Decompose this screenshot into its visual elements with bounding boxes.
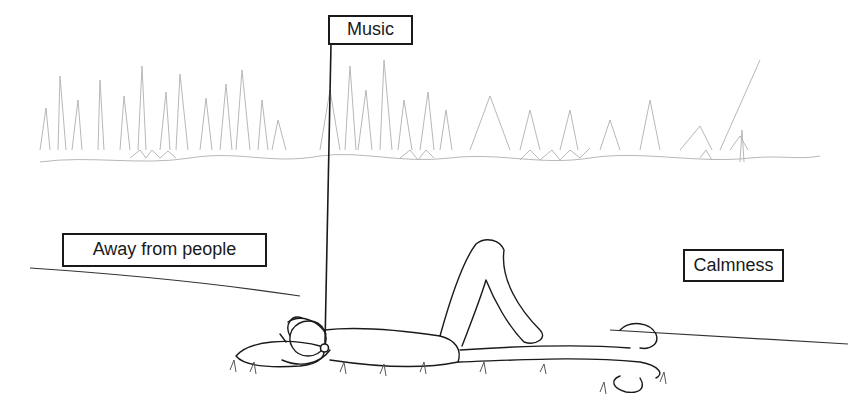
skyline-line <box>40 66 286 150</box>
skyline-line <box>320 60 540 150</box>
ground-line <box>610 330 848 344</box>
grass-tufts <box>230 360 666 394</box>
skyline-sketch <box>40 60 820 162</box>
label-box: Away from people <box>62 233 267 267</box>
ground-line <box>30 268 300 296</box>
arm <box>282 318 330 364</box>
bent-leg <box>440 240 543 346</box>
label-box: Music <box>328 15 413 45</box>
leader-dot <box>321 344 329 352</box>
leader-line <box>325 44 331 344</box>
grass <box>230 360 666 394</box>
person-lying <box>236 240 660 393</box>
leader-line <box>321 44 332 352</box>
straight-leg <box>458 346 660 378</box>
label-text: Music <box>347 19 394 41</box>
skyline-line <box>560 60 760 150</box>
bush-scribble <box>130 130 744 162</box>
shoe <box>614 324 657 393</box>
label-text: Away from people <box>93 239 237 261</box>
label-box: Calmness <box>683 249 784 282</box>
label-text: Calmness <box>693 255 773 277</box>
